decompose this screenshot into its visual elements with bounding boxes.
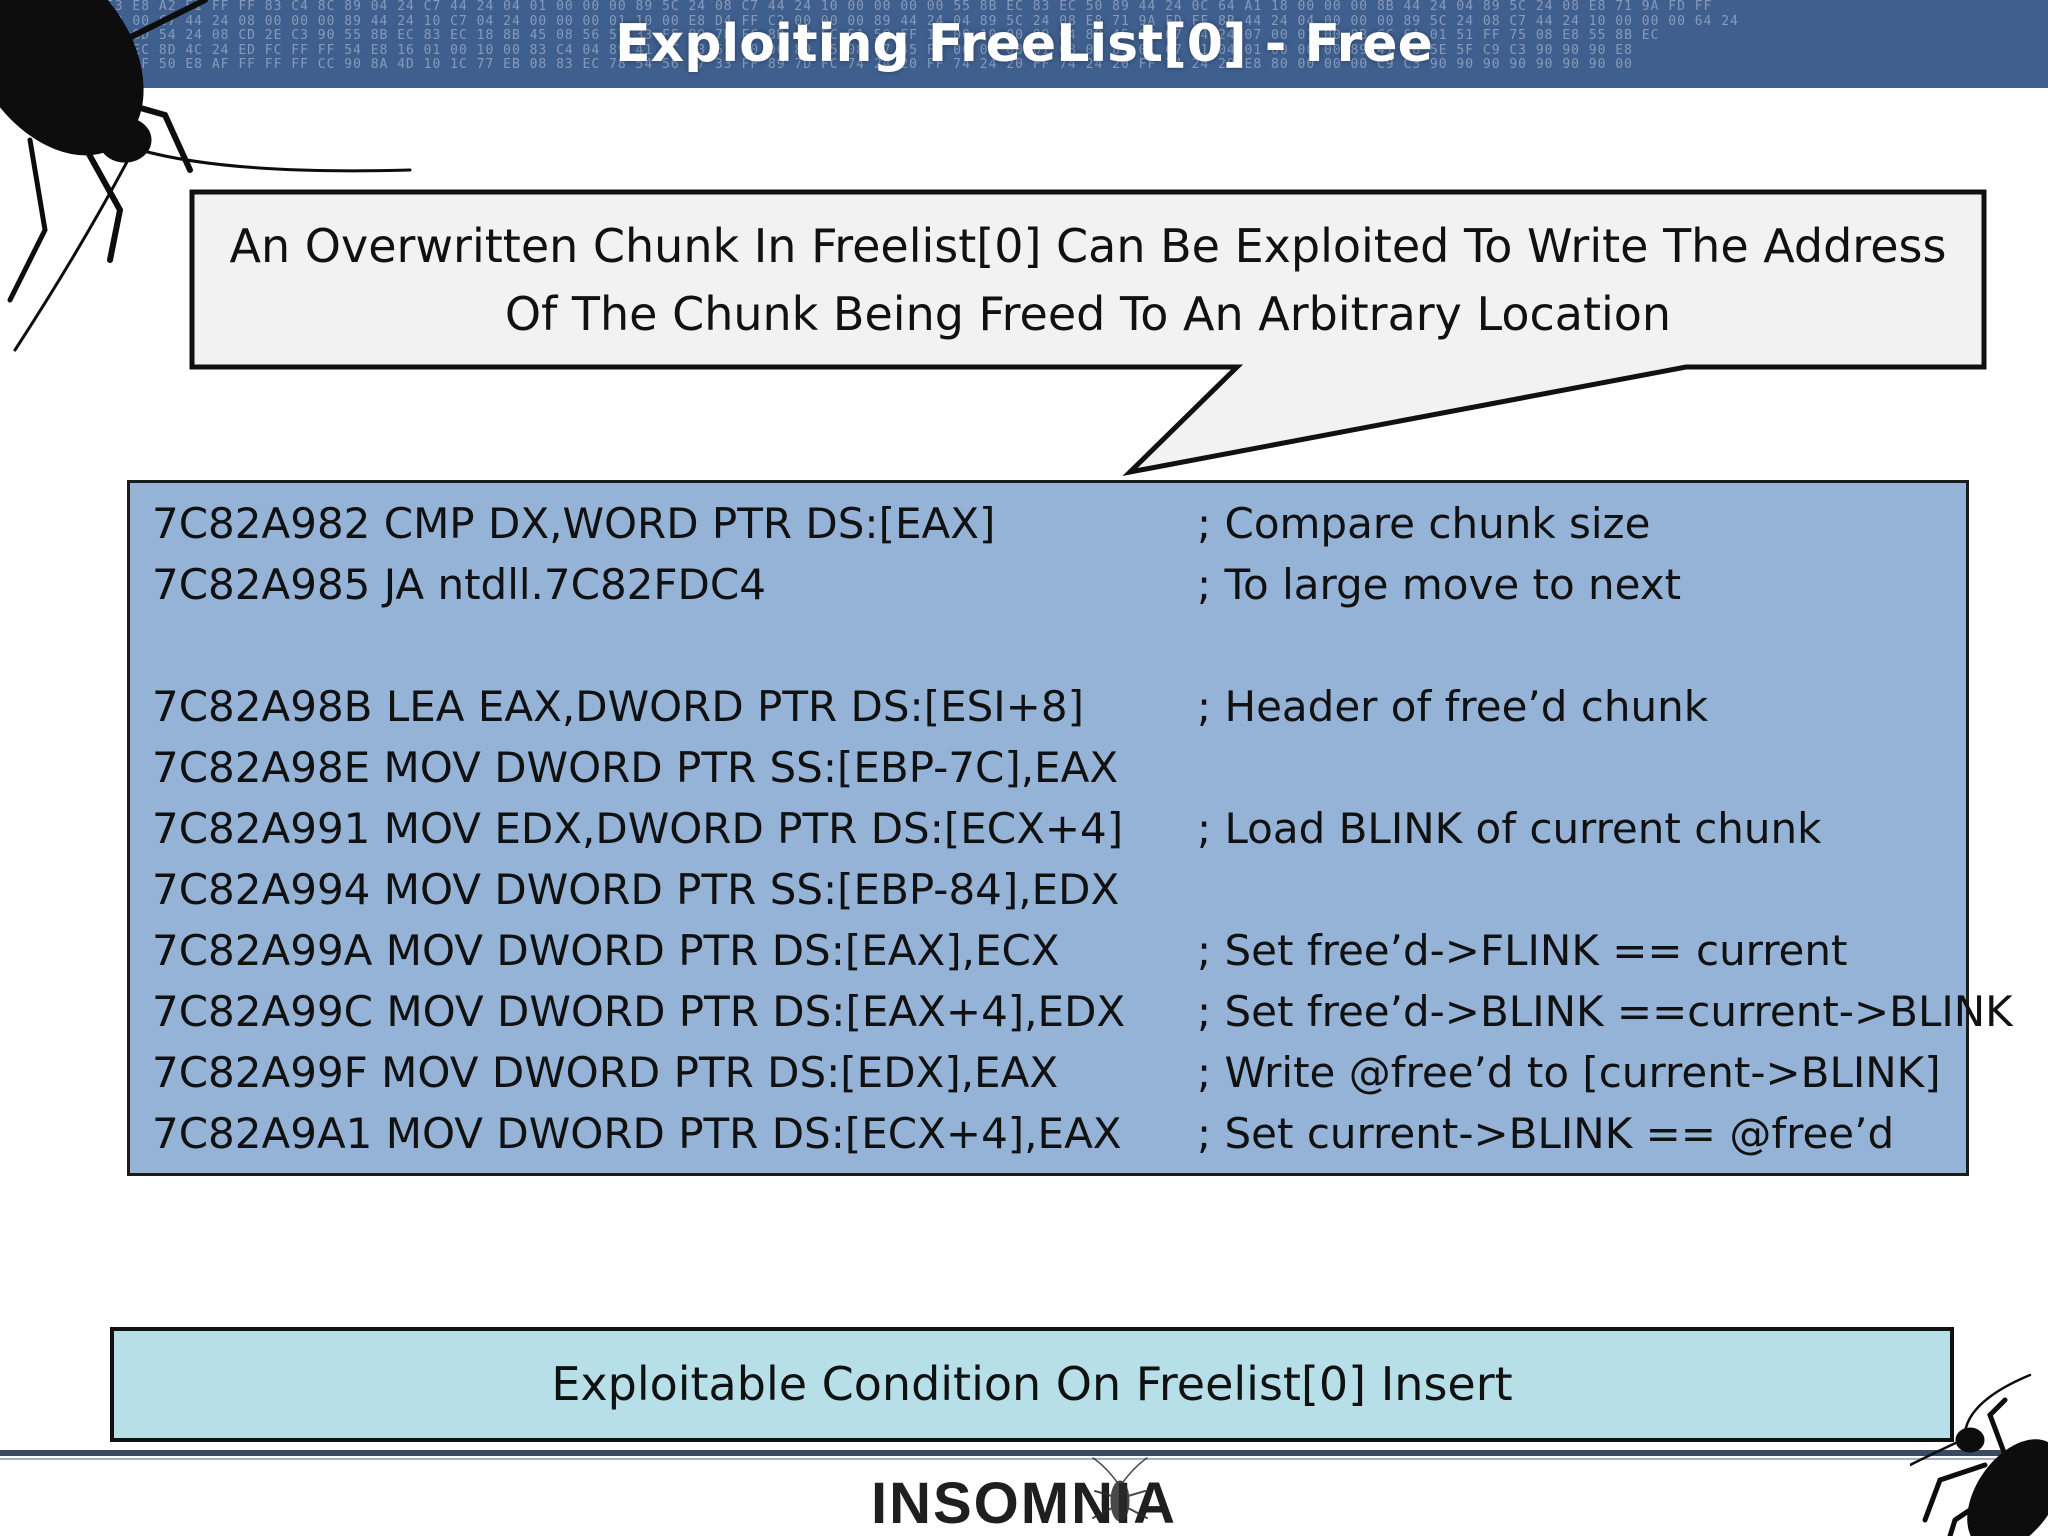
code-row: 7C82A9A1 MOV DWORD PTR DS:[ECX+4],EAX ; … <box>152 1103 1952 1164</box>
code-instruction: 7C82A994 MOV DWORD PTR SS:[EBP-84],EDX <box>152 865 1120 914</box>
code-comment: ; Compare chunk size <box>1197 499 1651 548</box>
code-instruction: 7C82A985 JA ntdll.7C82FDC4 <box>152 560 766 609</box>
callout-line-2: Of The Chunk Being Freed To An Arbitrary… <box>504 287 1672 341</box>
footer-rule <box>0 1450 2048 1456</box>
code-row-blank <box>152 615 1952 676</box>
code-row: 7C82A994 MOV DWORD PTR SS:[EBP-84],EDX <box>152 859 1952 920</box>
code-instruction: 7C82A99F MOV DWORD PTR DS:[EDX],EAX <box>152 1048 1059 1097</box>
callout-bubble <box>189 189 1987 476</box>
cockroach-icon <box>0 0 412 352</box>
cockroach-icon <box>1910 1373 2048 1536</box>
code-comment: ; Load BLINK of current chunk <box>1197 804 1822 853</box>
assembly-code-box: 7C82A982 CMP DX,WORD PTR DS:[EAX] ; Comp… <box>127 480 2013 1176</box>
code-instruction: 7C82A99A MOV DWORD PTR DS:[EAX],ECX <box>152 926 1060 975</box>
code-row: 7C82A985 JA ntdll.7C82FDC4 ; To large mo… <box>152 554 1952 615</box>
code-instruction: 7C82A99C MOV DWORD PTR DS:[EAX+4],EDX <box>152 987 1126 1036</box>
code-instruction: 7C82A982 CMP DX,WORD PTR DS:[EAX] <box>152 499 996 548</box>
hex-dump-background: 59 6A 57 51 53 E8 A2 E1 FF FF 83 C4 8C 8… <box>0 0 1739 72</box>
code-comment: ; Set current->BLINK == @free’d <box>1197 1109 1895 1158</box>
code-row: 7C82A98E MOV DWORD PTR SS:[EBP-7C],EAX <box>152 737 1952 798</box>
callout-text: An Overwritten Chunk In Freelist[0] Can … <box>192 192 1984 367</box>
code-row: 7C82A991 MOV EDX,DWORD PTR DS:[ECX+4] ; … <box>152 798 1952 859</box>
insomnia-logo: INSOMNIA <box>0 1470 2048 1537</box>
cockroach-icon <box>1092 1457 1148 1522</box>
code-row: 7C82A99A MOV DWORD PTR DS:[EAX],ECX ; Se… <box>152 920 1952 981</box>
code-instruction: 7C82A98E MOV DWORD PTR SS:[EBP-7C],EAX <box>152 743 1119 792</box>
code-row: 7C82A98B LEA EAX,DWORD PTR DS:[ESI+8] ; … <box>152 676 1952 737</box>
code-instruction: 7C82A9A1 MOV DWORD PTR DS:[ECX+4],EAX <box>152 1109 1122 1158</box>
code-instruction: 7C82A98B LEA EAX,DWORD PTR DS:[ESI+8] <box>152 682 1084 731</box>
slide-title: Exploiting FreeList[0] - Free <box>615 14 1433 74</box>
code-comment: ; Set free’d->FLINK == current <box>1197 926 1848 975</box>
code-comment: ; Write @free’d to [current->BLINK] <box>1197 1048 1941 1097</box>
code-row: 7C82A982 CMP DX,WORD PTR DS:[EAX] ; Comp… <box>152 493 1952 554</box>
callout-line-1: An Overwritten Chunk In Freelist[0] Can … <box>229 219 1947 273</box>
code-row: 7C82A99F MOV DWORD PTR DS:[EDX],EAX ; Wr… <box>152 1042 1952 1103</box>
code-comment: ; Set free’d->BLINK ==current->BLINK <box>1197 987 2013 1036</box>
code-instruction: 7C82A991 MOV EDX,DWORD PTR DS:[ECX+4] <box>152 804 1124 853</box>
header-band: 59 6A 57 51 53 E8 A2 E1 FF FF 83 C4 8C 8… <box>0 0 2048 88</box>
code-comment: ; To large move to next <box>1197 560 1682 609</box>
footer-rule-light <box>0 1458 2048 1460</box>
code-row: 7C82A99C MOV DWORD PTR DS:[EAX+4],EDX ; … <box>152 981 2013 1042</box>
exploitable-condition-box: Exploitable Condition On Freelist[0] Ins… <box>110 1327 1954 1442</box>
code-comment: ; Header of free’d chunk <box>1197 682 1709 731</box>
